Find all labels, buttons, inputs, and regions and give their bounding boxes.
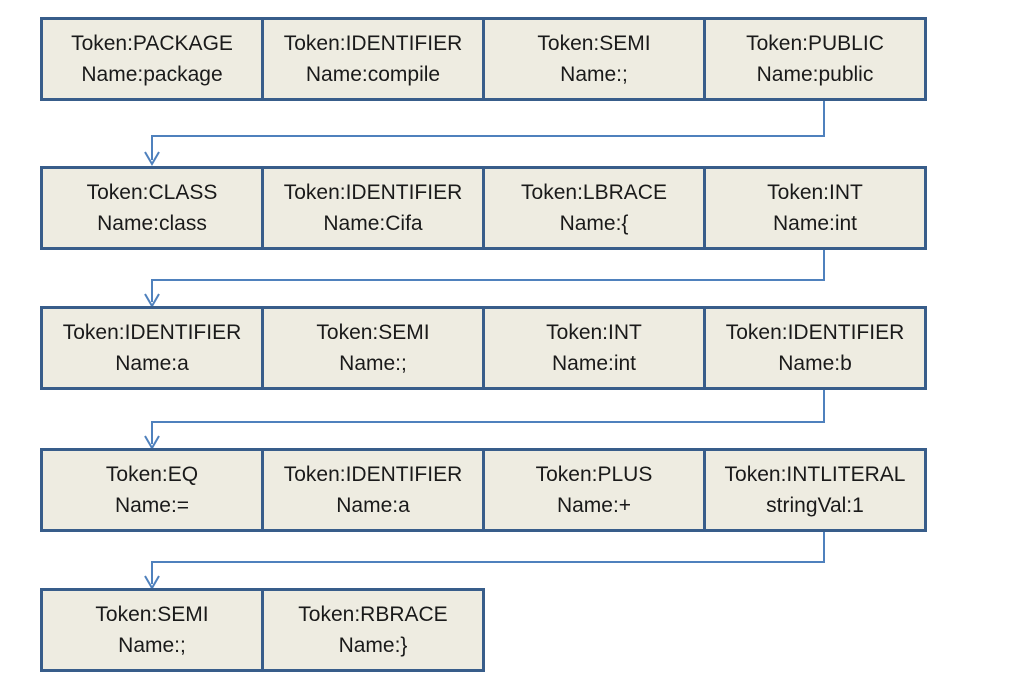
token-type: Token:SEMI [316,321,430,344]
token-cell: Token:INT Name:int [703,166,927,250]
token-type: Token:IDENTIFIER [283,463,463,486]
token-name: Name:class [97,212,207,235]
token-cell: Token:EQ Name:= [40,448,264,532]
token-name: Name:a [336,494,410,517]
token-cell: Token:IDENTIFIER Name:Cifa [261,166,485,250]
token-name: Name:compile [305,63,441,86]
token-type: Token:PACKAGE [71,32,233,55]
token-type: Token:IDENTIFIER [62,321,242,344]
token-cell: Token:RBRACE Name:} [261,588,485,672]
token-type: Token:INT [546,321,642,344]
token-cell: Token:CLASS Name:class [40,166,264,250]
token-name: Name:+ [556,494,632,517]
token-cell: Token:LBRACE Name:{ [482,166,706,250]
token-type: Token:SEMI [95,603,209,626]
token-type: Token:INTLITERAL [724,463,906,486]
token-name: Name:= [114,494,190,517]
token-row-1: Token:PACKAGE Name:package Token:IDENTIF… [40,17,927,101]
connector-row-3-to-4 [151,390,825,444]
token-name: Name:; [339,352,407,375]
token-name: Name:package [81,63,223,86]
token-cell: Token:SEMI Name:; [40,588,264,672]
token-type: Token:SEMI [537,32,651,55]
token-type: Token:INT [767,181,863,204]
token-type: Token:IDENTIFIER [283,181,463,204]
token-cell: Token:SEMI Name:; [482,17,706,101]
token-name: Name:Cifa [323,212,423,235]
token-cell: Token:SEMI Name:; [261,306,485,390]
token-type: Token:PLUS [535,463,653,486]
token-type: Token:CLASS [86,181,218,204]
token-name: stringVal:1 [766,494,864,517]
token-cell: Token:IDENTIFIER Name:compile [261,17,485,101]
token-cell: Token:INTLITERAL stringVal:1 [703,448,927,532]
token-row-5: Token:SEMI Name:; Token:RBRACE Name:} [40,588,485,672]
token-name: Name:; [560,63,628,86]
token-type: Token:IDENTIFIER [283,32,463,55]
token-cell: Token:IDENTIFIER Name:b [703,306,927,390]
token-name: Name:{ [559,212,629,235]
connector-row-2-to-3 [151,250,825,302]
token-name: Name:int [772,212,858,235]
token-name: Name:public [756,63,874,86]
token-type: Token:PUBLIC [746,32,884,55]
token-type: Token:RBRACE [298,603,448,626]
token-type: Token:EQ [105,463,199,486]
token-name: Name:a [115,352,189,375]
token-name: Name:int [551,352,637,375]
connector-arrowhead-1 [144,151,160,166]
token-row-4: Token:EQ Name:= Token:IDENTIFIER Name:a … [40,448,927,532]
token-cell: Token:PACKAGE Name:package [40,17,264,101]
connector-row-4-to-5 [151,530,825,584]
token-cell: Token:IDENTIFIER Name:a [261,448,485,532]
token-cell: Token:INT Name:int [482,306,706,390]
token-row-3: Token:IDENTIFIER Name:a Token:SEMI Name:… [40,306,927,390]
token-name: Name:; [118,634,186,657]
token-cell: Token:PUBLIC Name:public [703,17,927,101]
token-row-2: Token:CLASS Name:class Token:IDENTIFIER … [40,166,927,250]
token-name: Name:b [778,352,852,375]
token-type: Token:IDENTIFIER [725,321,905,344]
token-name: Name:} [338,634,408,657]
token-cell: Token:IDENTIFIER Name:a [40,306,264,390]
connector-row-1-to-2 [151,100,825,160]
token-cell: Token:PLUS Name:+ [482,448,706,532]
token-type: Token:LBRACE [521,181,667,204]
